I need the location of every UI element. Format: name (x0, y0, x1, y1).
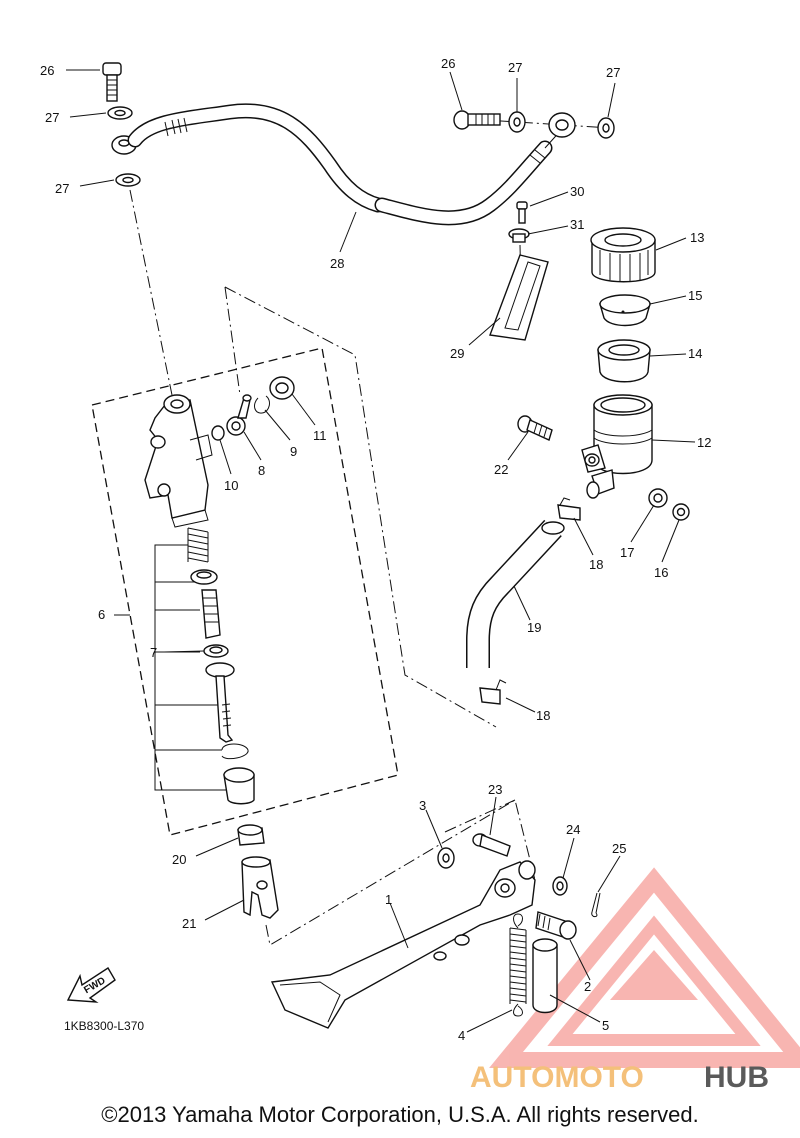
group-outline-pedal-b (444, 799, 516, 833)
cotter-pin-25 (591, 892, 601, 918)
banjo-right (548, 112, 576, 138)
callout-labels: 26 27 27 26 27 27 28 30 31 13 15 14 29 1… (40, 56, 711, 1043)
callout-26: 26 (40, 63, 54, 78)
callout-18: 18 (536, 708, 550, 723)
piston-sub (201, 589, 221, 639)
pivot-shaft-2 (535, 911, 577, 940)
washer-24 (552, 876, 568, 896)
collar-31 (508, 228, 530, 243)
callout-15: 15 (688, 288, 702, 303)
callout-13: 13 (690, 230, 704, 245)
callout-25: 25 (612, 841, 626, 856)
callout-22: 22 (494, 462, 508, 477)
svg-text:AUTOMOTO: AUTOMOTO (470, 1061, 644, 1094)
circlip-9 (254, 395, 270, 414)
spring (187, 527, 209, 563)
svg-text:HUB: HUB (704, 1061, 769, 1094)
pedal-bushing (518, 860, 536, 880)
master-cylinder-body (144, 394, 213, 528)
callout-8: 8 (258, 463, 265, 478)
reservoir-12 (581, 394, 653, 499)
group-outline-master-cylinder (91, 347, 399, 836)
grommet-17 (648, 488, 668, 508)
joint-8 (226, 394, 252, 436)
reservoir-hose-19 (466, 519, 565, 668)
bolt-22 (517, 415, 553, 441)
callout-26: 26 (441, 56, 455, 71)
callout-27: 27 (508, 60, 522, 75)
boot (223, 767, 255, 805)
callout-27: 27 (55, 181, 69, 196)
diaphragm-plate-15 (599, 294, 651, 327)
circlip-inner (221, 743, 249, 760)
bolt-30 (516, 201, 528, 224)
callout-9: 9 (290, 444, 297, 459)
cup-7 (203, 644, 229, 658)
cup-primary (190, 569, 218, 585)
callout-27: 27 (606, 65, 620, 80)
bracket-29 (489, 254, 549, 341)
watermark-logo (489, 867, 800, 1068)
callout-5: 5 (602, 1018, 609, 1033)
brake-hose-28 (127, 103, 564, 226)
joint-16 (672, 503, 690, 521)
callout-10: 10 (224, 478, 238, 493)
group-outline-line-top (224, 286, 497, 728)
sleeve-5 (532, 938, 558, 1014)
diaphragm-14 (597, 339, 651, 383)
pin-23 (472, 833, 511, 857)
brake-pedal-1 (270, 861, 536, 1029)
callout-27: 27 (45, 110, 59, 125)
washer-3 (437, 847, 455, 869)
callout-28: 28 (330, 256, 344, 271)
hose-clip-18-bottom (479, 679, 507, 705)
fwd-arrow-icon: FWD (66, 967, 116, 1003)
copyright-notice: ©2013 Yamaha Motor Corporation, U.S.A. A… (101, 1102, 699, 1127)
nut-20 (237, 824, 265, 846)
watermark-text: AUTOMOTO HUB (470, 1061, 769, 1094)
callout-20: 20 (172, 852, 186, 867)
callout-31: 31 (570, 217, 584, 232)
hose-clip-18-top (557, 497, 581, 521)
callout-14: 14 (688, 346, 702, 361)
centerline-left (129, 189, 173, 396)
leader-lines (66, 69, 696, 1033)
callout-16: 16 (654, 565, 668, 580)
diagram-code: 1KB8300-L370 (64, 1019, 144, 1033)
clevis-21 (241, 856, 279, 919)
callout-23: 23 (488, 782, 502, 797)
bolt-26-right (453, 110, 501, 130)
callout-1: 1 (385, 892, 392, 907)
callout-30: 30 (570, 184, 584, 199)
group-outline-line-left (224, 286, 241, 396)
group-outline-pedal (265, 799, 536, 946)
push-rod (205, 662, 235, 743)
callout-18: 18 (589, 557, 603, 572)
grommet-11 (269, 376, 295, 400)
callout-19: 19 (527, 620, 541, 635)
callout-29: 29 (450, 346, 464, 361)
callout-21: 21 (182, 916, 196, 931)
callout-2: 2 (584, 979, 591, 994)
callout-17: 17 (620, 545, 634, 560)
callout-3: 3 (419, 798, 426, 813)
callout-11: 11 (313, 428, 327, 443)
callout-4: 4 (458, 1028, 465, 1043)
o-ring-10 (211, 425, 225, 441)
callout-12: 12 (697, 435, 711, 450)
callout-7: 7 (150, 645, 157, 660)
callout-24: 24 (566, 822, 580, 837)
bolt-26-left (102, 62, 122, 102)
callout-6: 6 (98, 607, 105, 622)
spring-4 (509, 913, 527, 1017)
reservoir-cap-13 (590, 227, 656, 283)
